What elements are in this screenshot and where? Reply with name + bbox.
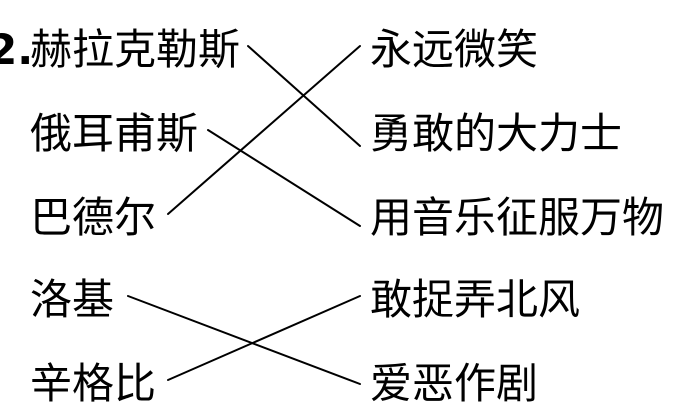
right-item-3: 用音乐征服万物 [370,193,665,242]
left-item-1: 赫拉克勒斯 [30,25,241,74]
match-line-3 [167,45,361,215]
right-item-2: 勇敢的大力士 [370,109,623,158]
left-item-5: 辛格比 [30,359,157,408]
right-item-5: 爱恶作剧 [370,359,539,408]
left-item-3: 巴德尔 [30,193,157,242]
right-item-4: 敢捉弄北风 [370,275,581,324]
question-number: 2. [0,25,34,74]
match-line-2 [207,129,361,227]
match-line-5 [167,295,361,381]
right-item-1: 永远微笑 [370,25,539,74]
left-item-4: 洛基 [30,275,115,324]
match-line-4 [127,295,361,385]
left-item-2: 俄耳甫斯 [30,109,199,158]
